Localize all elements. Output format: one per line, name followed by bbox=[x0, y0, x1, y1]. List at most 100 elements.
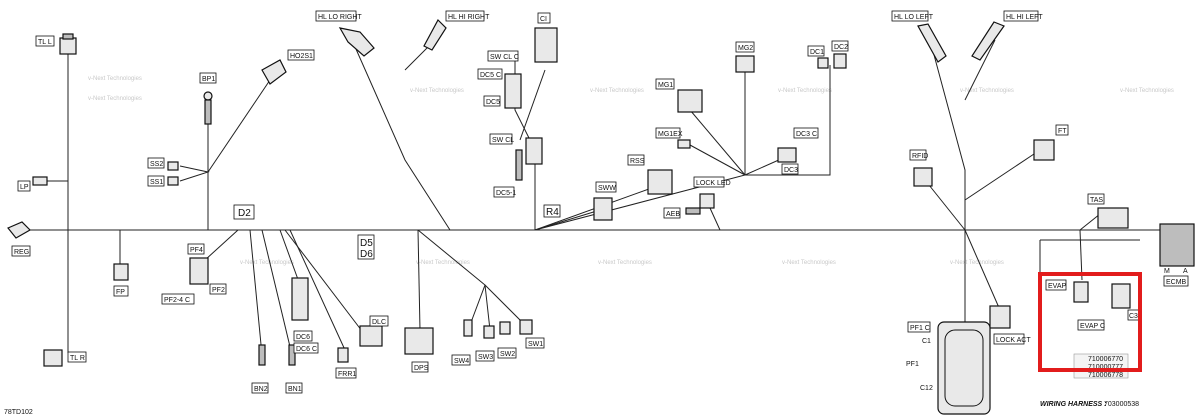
label-d5: D5 bbox=[360, 238, 373, 249]
label-d2: D2 bbox=[238, 208, 251, 219]
connector-dc5[interactable] bbox=[504, 73, 522, 109]
connector-bp1-lead bbox=[204, 99, 212, 125]
connector-reg[interactable] bbox=[7, 221, 31, 239]
connector-sww[interactable] bbox=[593, 197, 613, 221]
watermark: v-Next Technologies bbox=[590, 88, 644, 94]
label-lock-act: LOCK ACT bbox=[996, 337, 1031, 344]
connector-dc6[interactable] bbox=[291, 277, 309, 321]
connector-ci[interactable] bbox=[534, 27, 558, 63]
connector-sw2[interactable] bbox=[499, 321, 511, 335]
label-mg1ex: MG1EX bbox=[658, 131, 683, 138]
connector-sw3[interactable] bbox=[483, 325, 495, 339]
label-rfid: RFID bbox=[912, 153, 928, 160]
label-pf1: PF1 bbox=[906, 361, 919, 368]
connector-lp[interactable] bbox=[32, 176, 48, 186]
label-tl-l: TL L bbox=[38, 39, 52, 46]
connector-hl-hi-right[interactable] bbox=[423, 19, 447, 51]
connector-bn1[interactable] bbox=[288, 344, 296, 366]
label-mg2: MG2 bbox=[738, 45, 753, 52]
connector-tl-r[interactable] bbox=[43, 349, 63, 367]
label-r4: R4 bbox=[546, 207, 559, 218]
label-bp1: BP1 bbox=[202, 76, 215, 83]
connector-hl-lo-left[interactable] bbox=[917, 23, 947, 63]
connector-dc5-1[interactable] bbox=[515, 149, 523, 181]
connector-aeb[interactable] bbox=[685, 207, 701, 215]
connector-pf1[interactable] bbox=[937, 321, 991, 415]
label-dc6c: DC6 C bbox=[296, 346, 317, 353]
watermark: v-Next Technologies bbox=[960, 88, 1014, 94]
connector-fp[interactable] bbox=[113, 263, 129, 281]
connector-dps[interactable] bbox=[404, 327, 434, 355]
connector-ft[interactable] bbox=[1033, 139, 1055, 161]
watermark: v-Next Technologies bbox=[1120, 88, 1174, 94]
watermark: v-Next Technologies bbox=[416, 260, 470, 266]
connector-dc2[interactable] bbox=[833, 53, 847, 69]
label-ecmb: ECMB bbox=[1166, 279, 1187, 286]
harness-number: 703000538 bbox=[1104, 401, 1139, 408]
label-fp: FP bbox=[116, 289, 125, 296]
evap-highlight-box bbox=[1038, 272, 1142, 372]
connector-dc1[interactable] bbox=[817, 57, 829, 69]
connector-mg2[interactable] bbox=[735, 55, 755, 73]
connector-evap[interactable] bbox=[1073, 281, 1089, 303]
watermark: v-Next Technologies bbox=[950, 260, 1004, 266]
label-ss1: SS1 bbox=[150, 179, 163, 186]
label-sw4: SW4 bbox=[454, 358, 469, 365]
label-rss: RSS bbox=[630, 158, 645, 165]
watermark: v-Next Technologies bbox=[778, 88, 832, 94]
label-sw-cl-c: SW CL C bbox=[490, 54, 519, 61]
label-dlc: DLC bbox=[372, 319, 386, 326]
label-ecm-a: A bbox=[1183, 268, 1188, 275]
part-number-3: 710006778 bbox=[1088, 372, 1123, 379]
part-numbers: 710006770 710000777 710006778 bbox=[1073, 353, 1129, 379]
label-lp: LP bbox=[20, 184, 29, 191]
connector-mg1[interactable] bbox=[677, 89, 703, 113]
connector-ss1[interactable] bbox=[167, 176, 179, 186]
connector-dc3[interactable] bbox=[777, 147, 797, 163]
label-hl-hi-left: HL HI LEFT bbox=[1006, 14, 1043, 21]
connector-lock-led[interactable] bbox=[699, 193, 715, 209]
connector-lock-act[interactable] bbox=[989, 305, 1011, 329]
labels: TL L LP REG TL R BP1 SS2 SS1 HO2S1 PF4 F… bbox=[11, 10, 1189, 394]
label-reg: REG bbox=[14, 249, 29, 256]
connector-mg1ex[interactable] bbox=[677, 139, 691, 149]
watermarks: v-Next Technologies v-Next Technologies … bbox=[88, 76, 1174, 266]
label-ecm-m: M bbox=[1164, 268, 1170, 275]
connector-tas[interactable] bbox=[1097, 207, 1129, 229]
label-dc5: DC5 bbox=[486, 99, 500, 106]
part-number-2: 710000777 bbox=[1088, 364, 1123, 371]
label-c12: C12 bbox=[920, 385, 933, 392]
connector-evap-c[interactable] bbox=[1111, 283, 1131, 309]
connector-rss[interactable] bbox=[647, 169, 673, 195]
watermark: v-Next Technologies bbox=[88, 96, 142, 102]
connector-sw4[interactable] bbox=[463, 319, 473, 337]
watermark: v-Next Technologies bbox=[598, 260, 652, 266]
connector-bn2[interactable] bbox=[258, 344, 266, 366]
watermark: v-Next Technologies bbox=[88, 76, 142, 82]
connector-hl-lo-right[interactable] bbox=[338, 27, 375, 57]
label-dc5-1: DC5-1 bbox=[496, 190, 516, 197]
connector-dlc[interactable] bbox=[359, 325, 383, 347]
connector-ecmb[interactable] bbox=[1159, 223, 1195, 267]
label-ss2: SS2 bbox=[150, 161, 163, 168]
connectors bbox=[7, 19, 1195, 415]
connector-frr1[interactable] bbox=[337, 347, 349, 363]
label-bn1: BN1 bbox=[288, 386, 302, 393]
connector-ss2[interactable] bbox=[167, 161, 179, 171]
connector-hl-hi-left[interactable] bbox=[971, 21, 1005, 61]
connector-bp1[interactable] bbox=[203, 91, 213, 101]
label-hl-hi-right: HL HI RIGHT bbox=[448, 14, 490, 21]
label-frr1: FRR1 bbox=[338, 371, 356, 378]
wires bbox=[28, 39, 1160, 360]
connector-sw1[interactable] bbox=[519, 319, 533, 335]
label-dc3: DC3 bbox=[784, 167, 798, 174]
connector-pf4[interactable] bbox=[189, 257, 209, 285]
connector-tl-l[interactable] bbox=[59, 37, 77, 55]
connector-ho2s1[interactable] bbox=[261, 59, 287, 85]
label-evap-side: C3 bbox=[1129, 313, 1138, 320]
label-dc5-c: DC5 C bbox=[480, 72, 501, 79]
connector-sw-cl[interactable] bbox=[525, 137, 543, 165]
connector-rfid[interactable] bbox=[913, 167, 933, 187]
label-hl-lo-left: HL LO LEFT bbox=[894, 14, 934, 21]
